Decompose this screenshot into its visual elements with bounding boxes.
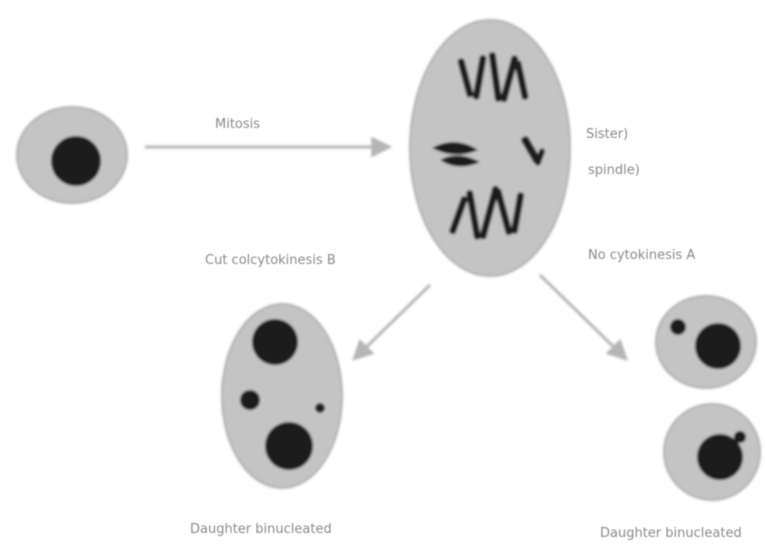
micronucleus-right	[315, 403, 325, 413]
micronucleus-left	[240, 390, 260, 410]
daughter-lower-micronucleus	[734, 431, 746, 443]
parent-cell	[17, 107, 127, 203]
mitotic-cell	[410, 20, 570, 276]
label-cytokinesis-b: Cut colcytokinesis B	[205, 253, 336, 268]
daughter-cell-lower	[664, 404, 760, 500]
label-no-cytokinesis: No cytokinesis A	[588, 248, 695, 263]
label-spindle: spindle)	[588, 163, 640, 178]
arrow-cytokinesis-left	[355, 285, 430, 358]
label-mitosis: Mitosis	[215, 117, 260, 132]
nucleus-lower	[265, 422, 313, 470]
label-bottom-right: Daughter binucleated	[600, 526, 742, 541]
label-sister: Sister)	[586, 127, 628, 142]
daughter-upper-nucleus	[695, 323, 741, 369]
arrow-cytokinesis-right	[540, 275, 625, 358]
nucleus-upper	[252, 319, 298, 365]
daughter-upper-micronucleus	[670, 319, 686, 335]
label-bottom-left: Daughter binucleated	[190, 522, 332, 537]
daughter-cell-upper	[656, 296, 756, 388]
parent-nucleus	[51, 136, 101, 186]
binucleated-cell	[222, 304, 342, 488]
